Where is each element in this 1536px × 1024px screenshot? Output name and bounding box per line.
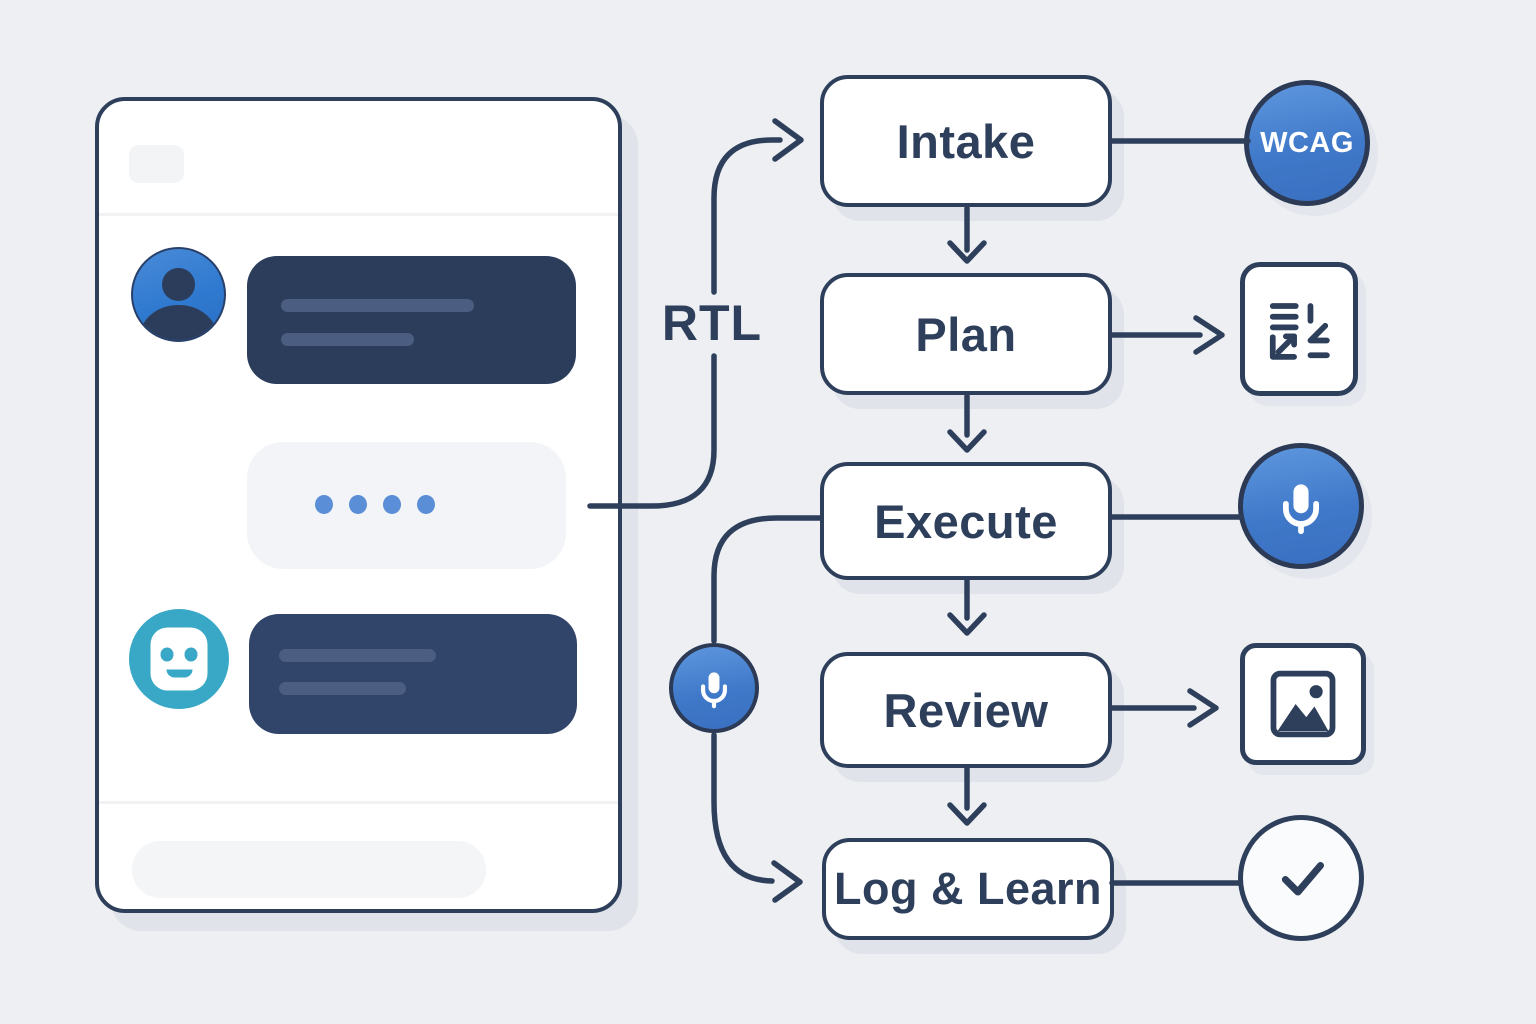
arrowhead-icon xyxy=(947,240,987,264)
rtl-label: RTL xyxy=(661,295,763,351)
user-message-bubble xyxy=(247,256,576,384)
flow-step-review: Review xyxy=(820,652,1112,768)
flow-step-label: Review xyxy=(883,683,1049,737)
arrowhead-icon xyxy=(947,612,987,636)
typing-dot xyxy=(315,495,333,514)
flow-step-execute: Execute xyxy=(820,462,1112,580)
flow-step-label: Intake xyxy=(896,114,1036,168)
connector-review-to-log xyxy=(947,766,987,826)
typing-dots-icon xyxy=(315,495,435,514)
arrowhead-icon xyxy=(1193,315,1225,355)
connector-plan-to-document xyxy=(1109,315,1225,355)
chat-footer-divider xyxy=(99,801,618,804)
chat-header-placeholder xyxy=(129,145,184,183)
message-text-line xyxy=(281,333,414,346)
arrowhead-icon xyxy=(947,429,987,453)
connector-review-to-image xyxy=(1109,688,1219,728)
robot-eye xyxy=(184,647,198,662)
arrowhead-icon xyxy=(771,860,803,903)
robot-mouth xyxy=(166,669,192,678)
arrowhead-icon xyxy=(772,118,804,162)
check-icon xyxy=(1238,815,1364,941)
flow-step-log-learn: Log & Learn xyxy=(822,838,1114,940)
check-glyph xyxy=(1281,862,1325,896)
flow-step-label: Execute xyxy=(874,494,1058,548)
user-avatar-head xyxy=(162,268,195,301)
document-icon xyxy=(1240,262,1358,396)
chat-input-placeholder xyxy=(132,841,486,898)
arrowhead-icon xyxy=(1187,688,1219,728)
message-text-line xyxy=(279,649,436,662)
robot-face xyxy=(150,627,208,691)
typing-dot xyxy=(417,495,435,514)
wcag-badge: WCAG xyxy=(1244,80,1370,206)
message-text-line xyxy=(279,682,406,695)
bot-message-bubble xyxy=(249,614,577,734)
user-avatar-shoulders xyxy=(140,305,217,340)
image-glyph xyxy=(1270,670,1336,738)
flow-step-label: Log & Learn xyxy=(833,863,1102,914)
message-text-line xyxy=(281,299,474,312)
flow-step-label: Plan xyxy=(915,307,1017,361)
connector-intake-to-plan xyxy=(947,205,987,264)
robot-eye xyxy=(160,647,174,662)
chat-window xyxy=(95,97,622,913)
user-avatar-icon xyxy=(131,247,226,342)
microphone-icon xyxy=(1238,443,1364,569)
document-glyph xyxy=(1269,303,1330,360)
microphone-icon xyxy=(669,643,759,733)
typing-dot xyxy=(383,495,401,514)
typing-dot xyxy=(349,495,367,514)
connector-plan-to-execute xyxy=(947,393,987,453)
chat-header-divider xyxy=(99,213,618,216)
image-icon xyxy=(1240,643,1366,765)
robot-avatar-icon xyxy=(129,609,229,709)
typing-indicator-bubble xyxy=(247,442,566,569)
flow-step-plan: Plan xyxy=(820,273,1112,395)
arrowhead-icon xyxy=(947,802,987,826)
flow-step-intake: Intake xyxy=(820,75,1112,207)
wcag-badge-label: WCAG xyxy=(1260,126,1354,159)
microphone-glyph xyxy=(701,672,727,709)
microphone-glyph xyxy=(1283,484,1319,535)
connector-execute-to-review xyxy=(947,578,987,636)
